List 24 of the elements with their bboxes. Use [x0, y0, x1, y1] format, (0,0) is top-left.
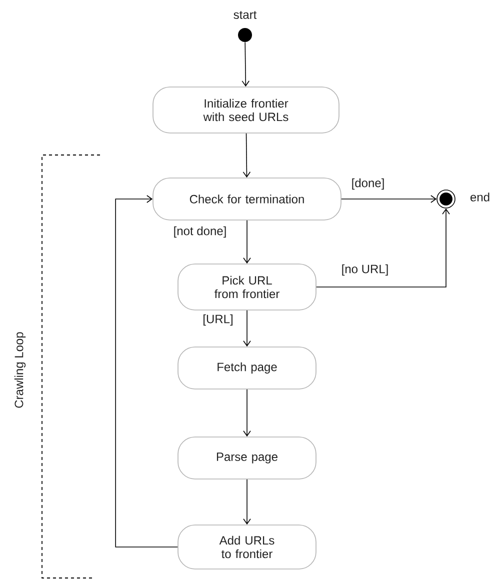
state-label: start	[234, 11, 257, 19]
edge-label: [done]	[350, 177, 386, 191]
activity-box: Fetch page	[178, 346, 316, 390]
edge-label: [not done]	[172, 225, 228, 239]
arrow	[341, 195, 437, 203]
arrow	[243, 310, 251, 347]
edge-label: [URL]	[202, 313, 234, 327]
arrow	[242, 133, 251, 178]
state-label: end	[470, 192, 490, 202]
arrow	[115, 195, 178, 548]
activity-box: Initialize frontier with seed URLs	[152, 86, 340, 134]
arrow	[243, 479, 251, 525]
arrow	[243, 389, 251, 437]
arrow	[316, 208, 450, 288]
activity-box: Check for termination	[152, 178, 342, 220]
edge-label: [no URL]	[340, 263, 390, 277]
activity-box: Add URLs to frontier	[178, 524, 316, 570]
loop-label: Crawling Loop	[14, 332, 26, 408]
activity-box: Parse page	[178, 436, 316, 480]
arrow	[243, 220, 251, 264]
final-state	[436, 190, 456, 208]
initial-state	[238, 28, 252, 42]
activity-box: Pick URL from frontier	[178, 264, 316, 310]
arrow	[242, 42, 250, 87]
